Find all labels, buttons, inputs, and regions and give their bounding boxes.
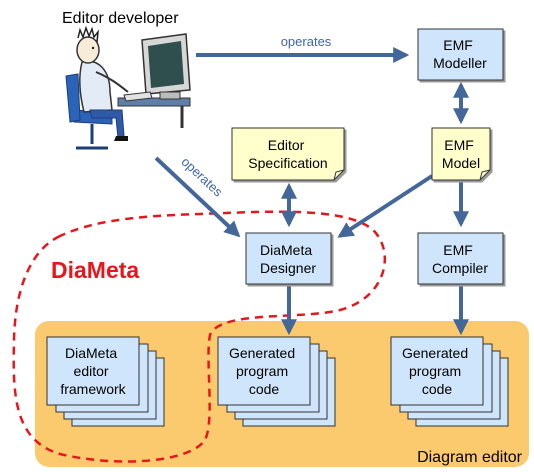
connectors — [154, 47, 469, 336]
emf-model-line2: Model — [442, 155, 480, 171]
arrow-developer-to-designer — [154, 156, 241, 238]
emf-model-note: EMF Model — [431, 127, 491, 181]
svg-text:Generated program: Generated program code — [229, 345, 299, 397]
generated2-line3: code — [422, 381, 453, 397]
svg-text:Editor Specification: Editor Specification — [248, 137, 327, 171]
diameta-designer-line2: Designer — [260, 260, 316, 276]
developer-at-computer-icon — [65, 25, 191, 150]
svg-text:EMF Modeller: EMF Modeller — [433, 37, 487, 71]
emf-modeller-line2: Modeller — [433, 55, 487, 71]
emf-modeller-line1: EMF — [443, 37, 473, 53]
generated2-line2: program — [409, 363, 461, 379]
diameta-designer-box: DiaMeta Designer — [245, 232, 332, 285]
svg-text:DiaMeta editor fra: DiaMeta editor framework — [60, 345, 126, 397]
svg-text:EMF Model: EMF Model — [442, 137, 480, 171]
generated1-line3: code — [249, 381, 280, 397]
editor-specification-note: Editor Specification — [231, 127, 345, 181]
operates-label-diagonal: operates — [178, 154, 226, 200]
developer-label: Editor developer — [62, 10, 179, 27]
emf-compiler-line1: EMF — [443, 242, 473, 258]
diameta-designer-line1: DiaMeta — [260, 242, 312, 258]
svg-text:Generated program: Generated program code — [402, 345, 472, 397]
framework-line2: editor — [74, 363, 109, 379]
framework-stack: DiaMeta editor framework — [46, 336, 165, 427]
operates-label-top: operates — [281, 34, 332, 49]
editor-spec-line2: Specification — [248, 155, 327, 171]
generated-code-stack-2: Generated program code — [390, 336, 509, 427]
generated1-line1: Generated — [229, 345, 295, 361]
diameta-title: DiaMeta — [51, 257, 139, 283]
diameta-boundary — [12, 210, 387, 463]
svg-text:EMF Compiler: EMF Compiler — [432, 242, 488, 276]
editor-spec-line1: Editor — [268, 137, 305, 153]
diagram-editor-label: Diagram editor — [417, 449, 523, 466]
generated-code-stack-1: Generated program code — [217, 336, 336, 427]
emf-compiler-line2: Compiler — [432, 260, 488, 276]
emf-modeller-box: EMF Modeller — [417, 28, 504, 81]
generated1-line2: program — [236, 363, 288, 379]
framework-line1: DiaMeta — [65, 345, 117, 361]
svg-text:DiaMeta Designer: DiaMeta Designer — [260, 242, 316, 276]
emf-compiler-box: EMF Compiler — [417, 232, 504, 285]
framework-line3: framework — [60, 381, 126, 397]
generated2-line1: Generated — [402, 345, 468, 361]
arrow-model-to-designer — [337, 174, 434, 238]
emf-model-line1: EMF — [444, 137, 474, 153]
